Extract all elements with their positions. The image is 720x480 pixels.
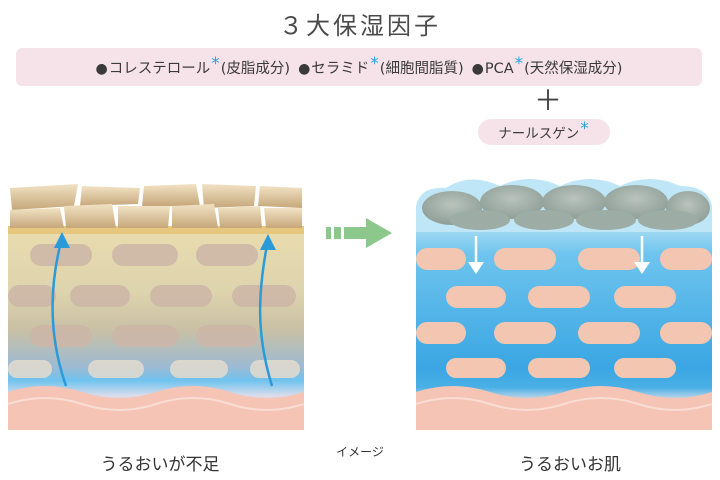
arrow-head-icon [54, 232, 70, 248]
caption-image-note: イメージ [336, 445, 384, 459]
caption-dry: うるおいが不足 [100, 455, 220, 475]
asterisk-mark: * [370, 53, 379, 74]
extra-ingredient-pill: ナールスゲン * [478, 119, 610, 145]
page-title: ３大保湿因子 [279, 12, 441, 40]
moist-skin-block [415, 179, 713, 430]
moisture-bubbles [416, 179, 712, 232]
bullet-dot: ● [95, 60, 108, 77]
ingredient-name: セラミド [311, 60, 370, 77]
asterisk-mark: * [580, 119, 589, 139]
bullet-dot: ● [298, 60, 311, 77]
ingredient-ceramide: ● セラミド * (細胞間脂質) [298, 53, 464, 78]
dry-cells [8, 244, 300, 378]
moisture-down-arrows [474, 236, 644, 264]
down-arrow-head-icon [468, 262, 484, 274]
ingredient-name: PCA [484, 60, 514, 77]
moisture-escape-arrows [51, 237, 274, 387]
extra-ingredient-name: ナールスゲン [498, 126, 580, 142]
moist-cells [416, 248, 712, 378]
arrow-head-icon [260, 234, 276, 250]
ingredient-note: (皮脂成分) [220, 60, 291, 77]
dry-skin-block [7, 184, 305, 430]
ingredient-name: コレステロール [108, 60, 211, 77]
asterisk-mark: * [514, 53, 524, 74]
down-arrow-head-icon [634, 262, 650, 274]
plus-sign: ＋ [534, 84, 563, 117]
ingredient-bar: ● コレステロール * (皮脂成分) ● セラミド * (細胞間脂質) ● PC… [16, 48, 702, 86]
dry-flakes [10, 184, 302, 228]
bullet-dot: ● [471, 60, 484, 77]
ingredient-note: (細胞間脂質) [379, 60, 464, 77]
transition-arrow-icon [326, 218, 392, 248]
ingredient-cholesterol: ● コレステロール * (皮脂成分) [95, 53, 291, 78]
ingredient-note: (天然保湿成分) [524, 60, 623, 77]
ingredient-pca: ● PCA * (天然保湿成分) [471, 53, 623, 78]
asterisk-mark: * [211, 53, 220, 74]
caption-moist: うるおいお肌 [519, 455, 621, 475]
